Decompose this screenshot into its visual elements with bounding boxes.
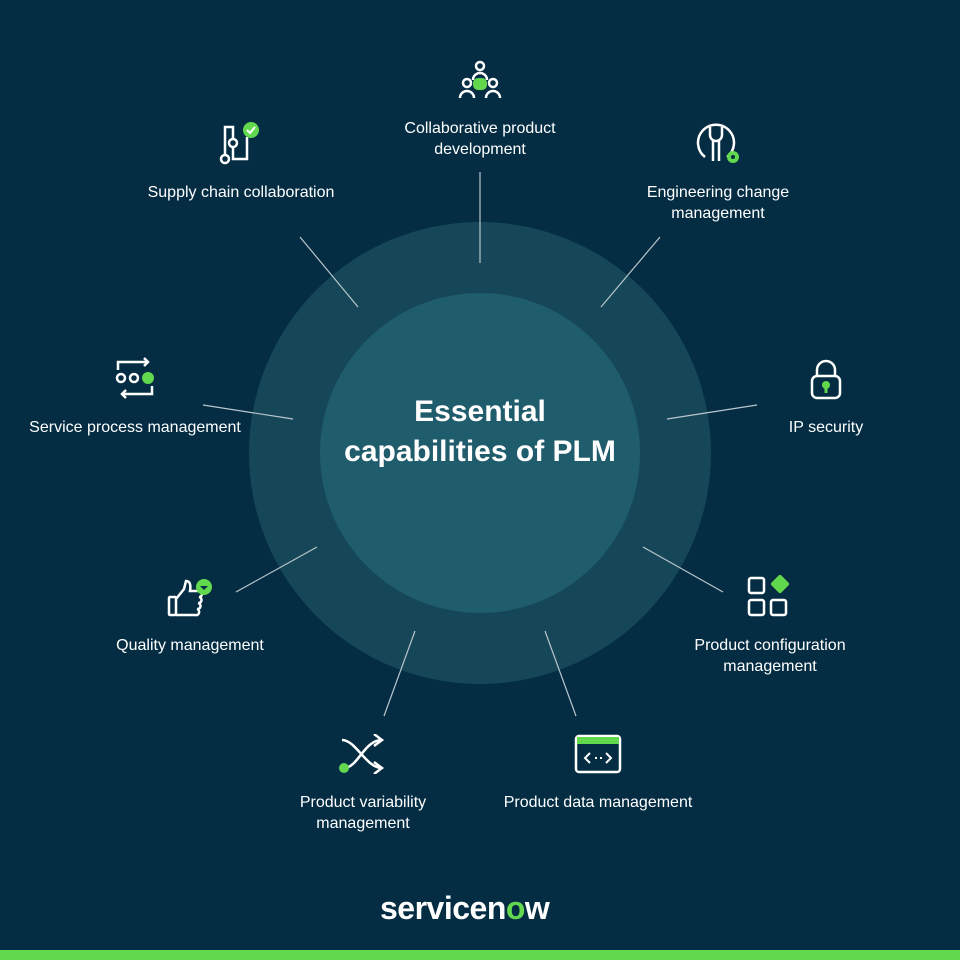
connector-line xyxy=(544,630,577,717)
capability-label: Supply chain collaboration xyxy=(147,184,335,201)
inner-circle xyxy=(320,293,640,613)
capability-label: Product data management xyxy=(503,794,693,811)
capability-label: Collaborative product development xyxy=(404,120,556,158)
capability-label: IP security xyxy=(788,419,864,436)
capability-label: Service process management xyxy=(29,419,241,436)
capability-label: Quality management xyxy=(116,637,264,654)
wrench-gear-icon xyxy=(696,123,739,163)
connector-line xyxy=(666,404,758,420)
servicenow-logo: servicenow xyxy=(380,890,550,927)
thumbs-up-icon xyxy=(167,579,212,617)
logo-text-end: w xyxy=(524,890,550,926)
connector-line xyxy=(600,236,661,308)
process-cycle-icon xyxy=(115,357,154,399)
logo-o: o xyxy=(505,890,526,926)
capability-label: Engineering change management xyxy=(646,184,790,222)
connector-line xyxy=(202,404,294,420)
connector-line xyxy=(383,630,416,717)
connector-line xyxy=(235,546,318,593)
connector-line xyxy=(642,546,724,593)
code-window-icon xyxy=(574,734,622,774)
connector-line xyxy=(299,236,359,308)
grid-config-icon xyxy=(747,575,790,617)
lock-icon xyxy=(810,359,842,400)
supply-path-icon xyxy=(219,122,259,165)
shuffle-icon xyxy=(339,734,385,774)
accent-bar xyxy=(0,950,960,960)
diagram-title: Essential capabilities of PLM xyxy=(344,395,616,468)
capability-label: Product configuration management xyxy=(694,637,846,675)
capability-label: Product variability management xyxy=(299,794,427,832)
logo-text: servicen xyxy=(380,890,506,926)
team-icon xyxy=(458,60,502,99)
